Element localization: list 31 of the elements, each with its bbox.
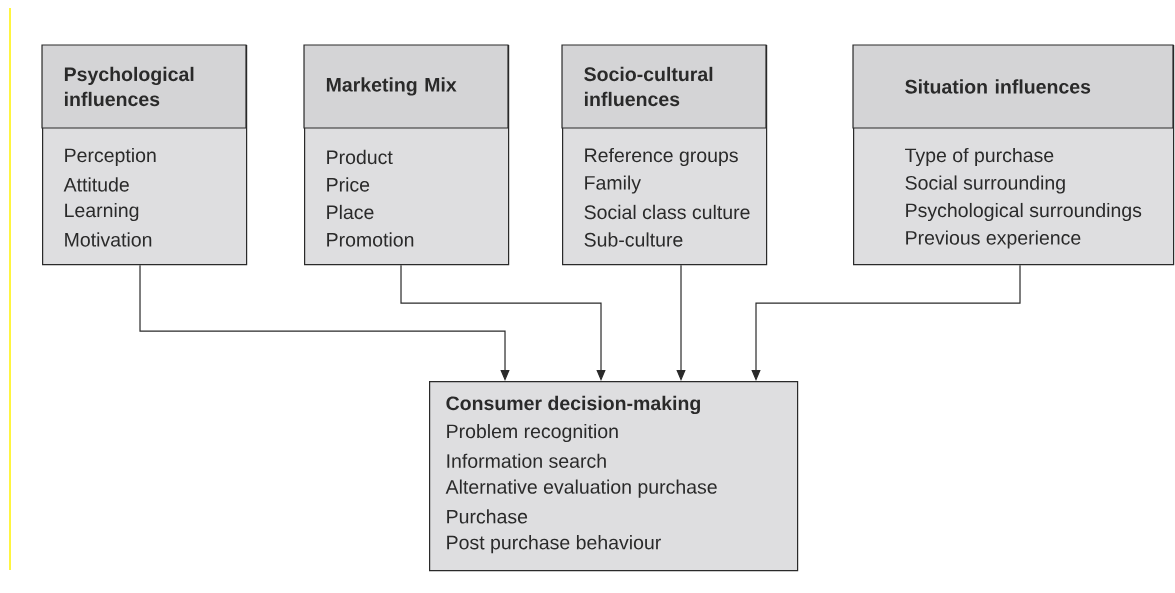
influence-box xyxy=(561,44,768,266)
list-item: Sub-culture xyxy=(584,232,683,247)
list-item: Alternative evaluation purchase xyxy=(445,479,717,498)
box-heading: Psychological influences xyxy=(64,66,194,107)
list-item: Promotion xyxy=(327,232,414,247)
list-item: Social class culture xyxy=(584,204,750,220)
influence-box xyxy=(41,44,248,266)
list-item: Product xyxy=(327,149,393,165)
box-heading: Situation influences xyxy=(905,79,1091,94)
list-item: Place xyxy=(327,204,374,220)
influence-box xyxy=(852,44,1175,266)
box-heading: Consumer decision-making xyxy=(446,395,700,415)
influence-box xyxy=(429,381,799,572)
list-item: Learning xyxy=(65,202,139,222)
list-item: Attitude xyxy=(63,177,129,192)
list-item: Price xyxy=(327,177,370,192)
box-heading: Marketing Mix xyxy=(326,77,457,96)
list-item: Information search xyxy=(447,453,606,468)
list-item: Purchase xyxy=(447,509,528,524)
influence-box xyxy=(303,44,510,266)
list-item: Previous experience xyxy=(906,230,1081,249)
list-item: Psychological surroundings xyxy=(906,202,1142,222)
list-item: Motivation xyxy=(65,232,152,247)
list-item: Perception xyxy=(65,147,156,167)
box-heading: Socio-cultural influences xyxy=(584,66,713,107)
list-item: Reference groups xyxy=(585,147,738,167)
list-item: Family xyxy=(585,175,641,194)
list-item: Social surrounding xyxy=(905,175,1065,194)
list-item: Problem recognition xyxy=(447,423,618,443)
list-item: Post purchase behaviour xyxy=(447,535,661,554)
list-item: Type of purchase xyxy=(905,147,1054,167)
